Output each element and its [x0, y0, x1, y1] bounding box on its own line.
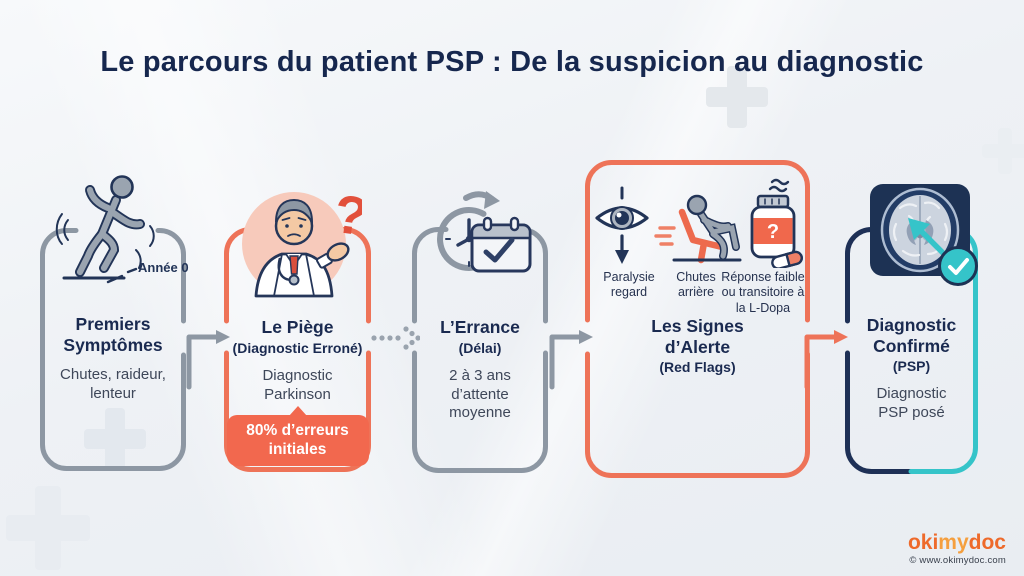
background-plus-decoration [84, 408, 146, 470]
stage3-body: 2 à 3 ans d’attente moyenne [449, 366, 511, 422]
stage-premiers-symptomes: Premiers Symptômes Chutes, raideur, lent… [40, 228, 186, 471]
stage-errance: L’Errance (Délai) 2 à 3 ans d’attente mo… [412, 227, 548, 473]
arrow-stage4-to-stage5 [804, 330, 848, 390]
stage-signes-alerte: Paralysie regard Chutes arrière Réponse … [585, 160, 810, 478]
logo-part1: oki [907, 531, 939, 554]
stage5-title: Diagnostic Confirmé [866, 315, 957, 356]
stage3-title: L’Errance [440, 317, 520, 337]
logo-part3: doc [968, 531, 1006, 554]
clock-calendar-icon [437, 191, 532, 273]
stage2-title: Le Piège [261, 317, 334, 337]
flag-label-ldopa: Réponse faible ou transitoire à la L-Dop… [721, 270, 805, 315]
checkmark-badge [938, 246, 978, 286]
footer: okimydoc © www.okimydoc.com [908, 532, 1006, 566]
okimydoc-logo: okimydoc [908, 532, 1006, 553]
flag-label-paralysie: Paralysie regard [603, 270, 655, 300]
stage2-body: Diagnostic Parkinson [262, 366, 333, 403]
stage4-subtitle: (Red Flags) [659, 359, 736, 376]
eye-gaze-palsy-icon [595, 186, 649, 264]
background-plus-decoration [982, 128, 1024, 174]
stage5-subtitle: (PSP) [892, 358, 931, 375]
stage1-border [40, 228, 186, 471]
arrow-stage1-to-stage2 [186, 330, 230, 390]
annee-0-label: Année 0 [138, 260, 189, 275]
background-plus-decoration [706, 66, 768, 128]
ldopa-bottle-icon: ? [750, 178, 803, 268]
flag-label-chutes: Chutes arrière [676, 270, 716, 300]
stage5-body: Diagnostic PSP posé [876, 385, 947, 422]
error-rate-badge: 80% d’erreurs initiales [226, 406, 369, 466]
stage1-title: Premiers Symptômes [63, 314, 163, 355]
stage4-border [585, 160, 810, 478]
arrow-stage3-to-stage4 [549, 330, 593, 390]
dotted-arrow-stage2-to-stage3 [371, 326, 420, 350]
logo-part2: my [938, 531, 969, 554]
backward-fall-icon [654, 194, 742, 264]
background-plus-decoration [6, 486, 90, 570]
question-mark-glyph: ? [330, 184, 362, 248]
stage4-title: Les Signes d’Alerte [651, 316, 744, 357]
copyright-text: © www.okimydoc.com [909, 555, 1006, 566]
stage3-subtitle: (Délai) [458, 339, 502, 356]
falling-walker-icon [55, 175, 155, 284]
question-mark-glyph: ? [767, 221, 779, 243]
page-title: Le parcours du patient PSP : De la suspi… [100, 46, 924, 78]
confused-doctor-icon: ? [242, 184, 362, 298]
stage1-body: Chutes, raideur, lenteur [60, 366, 166, 403]
stage-le-piege: Le Piège (Diagnostic Erroné) Diagnostic … [224, 227, 371, 472]
stage2-subtitle: (Diagnostic Erroné) [232, 339, 363, 356]
